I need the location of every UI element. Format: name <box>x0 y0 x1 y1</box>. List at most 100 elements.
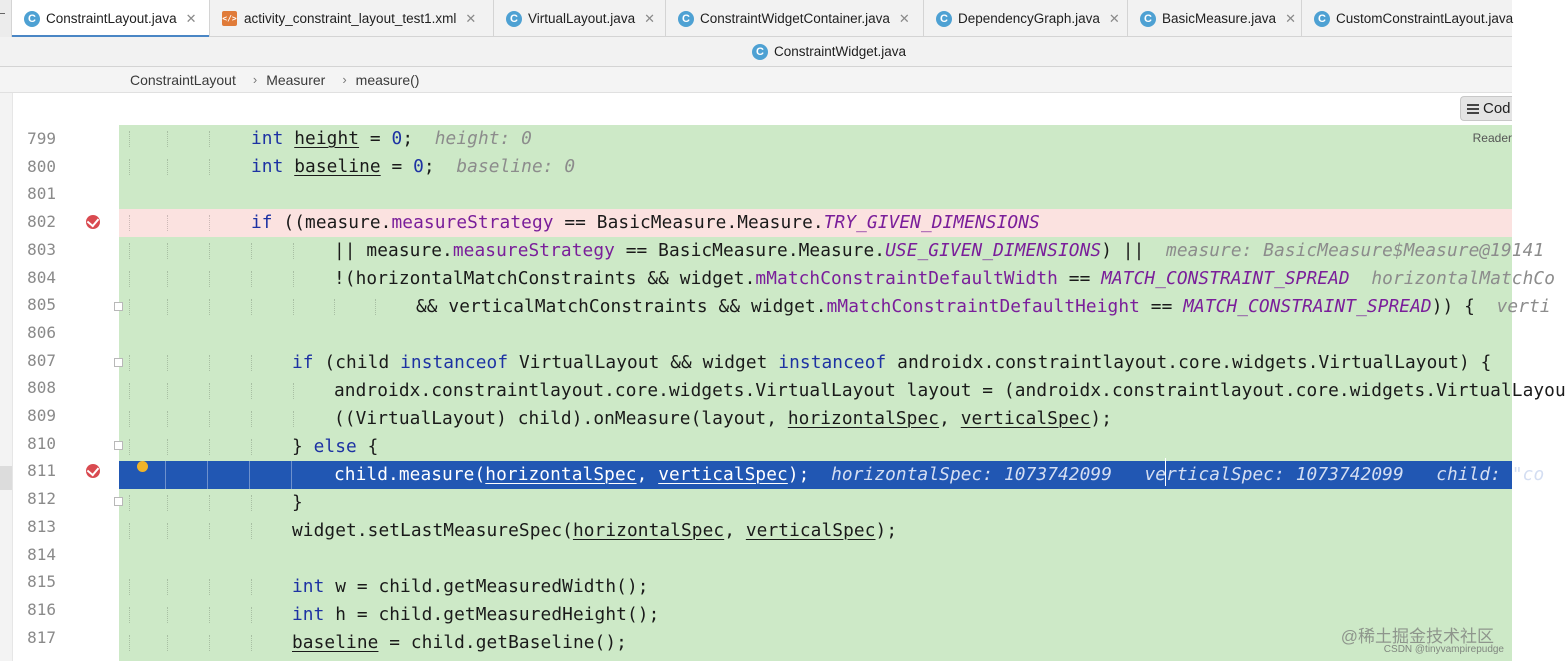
breadcrumb: ConstraintLayout › Measurer › measure() <box>0 67 1512 93</box>
code-line-breakpoint[interactable]: if ((measure.measureStrategy == BasicMea… <box>119 209 1512 237</box>
line-number: 805 <box>27 295 56 315</box>
breadcrumb-inner-class[interactable]: Measurer <box>266 71 326 88</box>
tab-label: activity_constraint_layout_test1.xml <box>244 11 457 26</box>
debug-inline-value: baseline: 0 <box>456 156 576 177</box>
code-line[interactable]: if (child instanceof VirtualLayout && wi… <box>119 349 1512 377</box>
code-line[interactable]: int baseline = 0; baseline: 0 <box>119 153 1512 181</box>
code-editor[interactable]: int height = 0; height: 0 int baseline =… <box>119 125 1566 661</box>
code-line[interactable]: || measure.measureStrategy == BasicMeasu… <box>119 237 1544 265</box>
tab-customconstraintlayout-java[interactable]: C CustomConstraintLayout.java <box>1302 0 1514 37</box>
line-number: 811 <box>27 461 56 481</box>
code-line[interactable]: } <box>119 489 1512 517</box>
java-class-icon: C <box>506 10 522 27</box>
line-number: 804 <box>27 267 56 287</box>
code-line[interactable]: } else { <box>119 433 1512 461</box>
code-line[interactable]: int h = child.getMeasuredHeight(); <box>119 601 1512 629</box>
tab-label: DependencyGraph.java <box>958 11 1100 26</box>
line-number: 803 <box>27 239 56 259</box>
code-line[interactable] <box>119 545 1512 573</box>
breadcrumb-method[interactable]: measure() <box>355 71 420 88</box>
tab-label: VirtualLayout.java <box>528 11 636 26</box>
line-number: 802 <box>27 212 56 232</box>
watermark: @稀土掘金技术社区 <box>1340 627 1494 646</box>
line-number: 800 <box>27 156 56 176</box>
java-class-icon: C <box>1140 10 1156 27</box>
editor-header: Cod <box>12 93 1512 125</box>
code-line[interactable]: !(horizontalMatchConstraints && widget.m… <box>119 265 1555 293</box>
fold-icon[interactable] <box>114 302 123 311</box>
debug-inline-value: verti <box>1496 296 1551 317</box>
debug-inline-value: measure: BasicMeasure$Measure@19141 <box>1166 240 1545 261</box>
tab-label: ConstraintWidget.java <box>774 44 907 59</box>
debug-inline-value: horizontalMatchCo <box>1371 268 1556 289</box>
code-line[interactable] <box>119 321 1512 349</box>
tab-label: BasicMeasure.java <box>1162 11 1277 26</box>
tab-scroll-left[interactable] <box>0 0 12 37</box>
editor-tab-bar: C ConstraintLayout.java ✕ </> activity_c… <box>0 0 1514 38</box>
line-number: 812 <box>27 489 56 509</box>
fold-icon[interactable] <box>114 441 123 450</box>
editor-tab-bar-row2: C ConstraintWidget.java <box>0 37 1512 67</box>
line-number: 808 <box>27 378 56 398</box>
tab-label: CustomConstraintLayout.java <box>1336 11 1514 26</box>
debug-inline-value: horizontalSpec: 1073742099 <box>831 464 1113 485</box>
code-line[interactable] <box>119 181 1512 209</box>
line-number: 816 <box>27 599 56 619</box>
xml-file-icon: </> <box>222 11 237 26</box>
close-icon[interactable]: ✕ <box>898 10 910 26</box>
code-line[interactable]: int height = 0; height: 0 <box>119 125 1512 153</box>
editor-gutter[interactable] <box>12 125 119 661</box>
tab-constraintwidget-java[interactable]: C ConstraintWidget.java <box>752 37 906 66</box>
code-line-current-execution[interactable]: child.measure(horizontalSpec, verticalSp… <box>119 461 1544 489</box>
tab-constraintwidgetcontainer-java[interactable]: C ConstraintWidgetContainer.java ✕ <box>666 0 924 37</box>
breadcrumb-separator: › <box>342 72 347 87</box>
line-number: 807 <box>27 350 56 370</box>
tab-activity-xml[interactable]: </> activity_constraint_layout_test1.xml… <box>210 0 494 37</box>
code-view-button[interactable]: Cod <box>1460 96 1512 121</box>
close-icon[interactable]: ✕ <box>465 10 477 26</box>
reader-mode-label[interactable]: Reader <box>1472 131 1512 145</box>
line-number: 814 <box>27 544 56 564</box>
debug-inline-value: child: "co <box>1436 464 1545 485</box>
java-class-icon: C <box>752 43 768 60</box>
text-caret <box>1165 458 1166 486</box>
line-number: 799 <box>27 129 56 148</box>
line-number: 806 <box>27 322 56 342</box>
line-number: 817 <box>27 627 56 647</box>
line-number: 815 <box>27 572 56 592</box>
menu-lines-icon <box>1467 103 1479 114</box>
code-line[interactable]: baseline = child.getBaseline(); <box>119 629 1512 657</box>
lightbulb-icon[interactable] <box>137 461 148 472</box>
close-icon[interactable]: ✕ <box>1108 10 1120 26</box>
fold-icon[interactable] <box>114 497 123 506</box>
close-icon[interactable]: ✕ <box>1285 10 1296 26</box>
watermark-sub: CSDN @tinyvampirepudge <box>1383 644 1504 655</box>
java-class-icon: C <box>936 10 952 27</box>
tab-label: ConstraintWidgetContainer.java <box>700 11 890 26</box>
breadcrumb-class[interactable]: ConstraintLayout <box>130 71 236 88</box>
tab-dependencygraph-java[interactable]: C DependencyGraph.java ✕ <box>924 0 1128 37</box>
tab-virtuallayout-java[interactable]: C VirtualLayout.java ✕ <box>494 0 666 37</box>
fold-icon[interactable] <box>114 358 123 367</box>
java-class-icon: C <box>24 10 40 27</box>
close-icon[interactable]: ✕ <box>185 10 197 26</box>
code-line[interactable]: && verticalMatchConstraints && widget.mM… <box>119 293 1551 321</box>
tab-basicmeasure-java[interactable]: C BasicMeasure.java ✕ <box>1128 0 1302 37</box>
close-icon[interactable]: ✕ <box>644 10 655 26</box>
tool-window-strip <box>0 93 12 661</box>
code-line[interactable]: ((VirtualLayout) child).onMeasure(layout… <box>119 405 1512 433</box>
java-class-icon: C <box>1314 10 1330 27</box>
code-line[interactable]: androidx.constraintlayout.core.widgets.V… <box>119 377 1566 405</box>
debug-inline-value: verticalSpec: 1073742099 <box>1144 464 1404 485</box>
java-class-icon: C <box>678 10 694 27</box>
line-number: 809 <box>27 406 56 425</box>
line-number: 801 <box>27 184 56 204</box>
breadcrumb-separator: › <box>252 72 258 87</box>
line-number: 813 <box>27 516 56 536</box>
tab-constraintlayout-java[interactable]: C ConstraintLayout.java ✕ <box>12 0 210 38</box>
tab-label: ConstraintLayout.java <box>46 11 177 26</box>
code-line[interactable]: int w = child.getMeasuredWidth(); <box>119 573 1512 601</box>
breakpoint-icon[interactable] <box>86 464 100 478</box>
code-line[interactable]: widget.setLastMeasureSpec(horizontalSpec… <box>119 517 1512 545</box>
breakpoint-icon[interactable] <box>86 215 100 229</box>
